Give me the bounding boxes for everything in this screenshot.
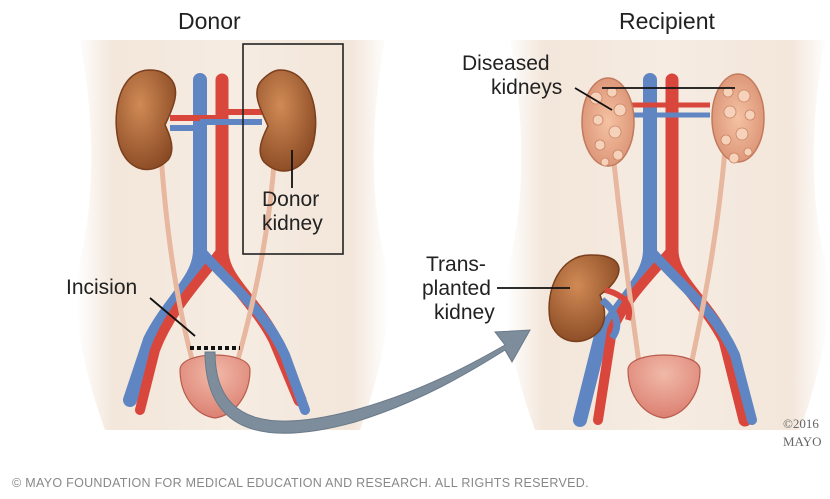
diseased-kidneys-label-line1: Diseased [462, 52, 550, 76]
donor-kidney-right [257, 70, 316, 171]
year-watermark: ©2016 [783, 416, 819, 432]
incision-label: Incision [66, 276, 137, 300]
mayo-watermark: MAYO [783, 434, 822, 450]
recipient-heading: Recipient [619, 9, 715, 33]
diseased-kidneys-label-line2: kidneys [491, 76, 562, 100]
transplanted-kidney-label-line3: kidney [434, 301, 495, 325]
copyright-notice: © MAYO FOUNDATION FOR MEDICAL EDUCATION … [12, 476, 589, 490]
donor-kidney-label-line2: kidney [262, 212, 323, 236]
donor-torso [76, 40, 389, 430]
donor-heading: Donor [178, 9, 241, 33]
transplanted-kidney-label-line2: planted [422, 277, 491, 301]
donor-kidney-label-line1: Donor [262, 188, 319, 212]
transplanted-kidney-label-line1: Trans- [426, 253, 486, 277]
donor-left-kidney [116, 70, 175, 170]
